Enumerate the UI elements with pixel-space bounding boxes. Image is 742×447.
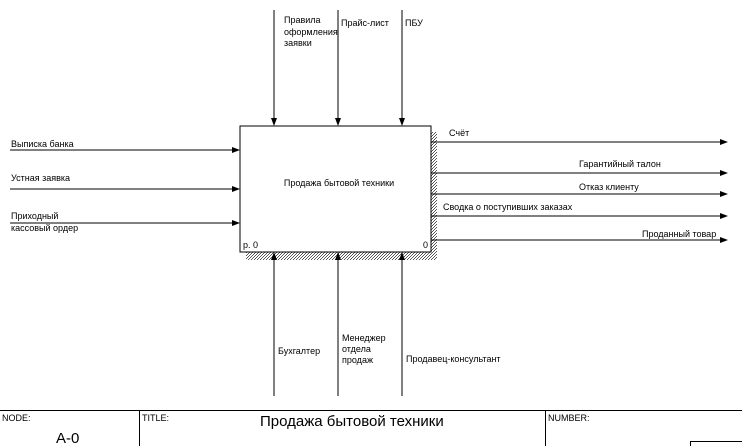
arrow-label: продаж bbox=[342, 355, 373, 365]
diagram-title: Продажа бытовой техники bbox=[260, 413, 444, 430]
arrowhead-icon bbox=[399, 252, 405, 260]
arrowhead-icon bbox=[399, 118, 405, 126]
arrow-output-warranty[interactable]: Гарантийный талон bbox=[431, 159, 728, 176]
arrowhead-icon bbox=[271, 118, 277, 126]
arrowhead-icon bbox=[271, 252, 277, 260]
arrow-label: Счёт bbox=[449, 128, 469, 138]
activity-title: Продажа бытовой техники bbox=[284, 178, 394, 188]
node-value: A-0 bbox=[56, 430, 80, 447]
arrow-control-pbu[interactable]: ПБУ bbox=[399, 10, 423, 126]
arrow-label: Выписка банка bbox=[11, 139, 74, 149]
corner-blank bbox=[0, 0, 14, 30]
number-caption: NUMBER: bbox=[548, 413, 590, 423]
arrow-label: Продавец-консультант bbox=[406, 354, 501, 364]
arrow-label: отдела bbox=[342, 344, 371, 354]
arrow-input-receipt-order[interactable]: Приходный кассовый ордер bbox=[10, 211, 240, 233]
title-cell: TITLE: Продажа бытовой техники bbox=[140, 411, 546, 446]
arrow-control-price-list[interactable]: Прайс-лист bbox=[335, 10, 389, 126]
arrow-control-rules[interactable]: Правила оформления заявки bbox=[271, 10, 338, 126]
arrow-label: оформления bbox=[284, 27, 338, 37]
arrow-label: Устная заявка bbox=[11, 173, 70, 183]
idef0-diagram: Продажа бытовой техники р. 0 0 Выписка б… bbox=[10, 10, 728, 396]
arrow-label: Бухгалтер bbox=[278, 346, 320, 356]
arrow-input-bank-statement[interactable]: Выписка банка bbox=[10, 139, 240, 153]
arrowhead-icon bbox=[720, 237, 728, 243]
arrowhead-icon bbox=[335, 252, 341, 260]
node-caption: NODE: bbox=[2, 413, 31, 423]
arrow-output-summary[interactable]: Сводка о поступивших заказах bbox=[431, 202, 728, 219]
node-cell: NODE: A-0 bbox=[0, 411, 140, 447]
arrowhead-icon bbox=[720, 191, 728, 197]
arrow-output-invoice[interactable]: Счёт bbox=[431, 128, 728, 145]
number-cell: NUMBER: bbox=[546, 411, 742, 446]
arrow-label: Отказ клиенту bbox=[579, 182, 639, 192]
arrow-label: заявки bbox=[284, 38, 312, 48]
arrowhead-icon bbox=[720, 170, 728, 176]
arrow-label: Приходный bbox=[11, 211, 58, 221]
activity-cost: р. 0 bbox=[243, 240, 258, 250]
arrow-label: Проданный товар bbox=[642, 229, 716, 239]
arrowhead-icon bbox=[232, 186, 240, 192]
arrowhead-icon bbox=[335, 118, 341, 126]
arrow-label: Сводка о поступивших заказах bbox=[443, 202, 573, 212]
title-caption: TITLE: bbox=[142, 413, 170, 423]
arrow-label: Менеджер bbox=[342, 333, 386, 343]
diagram-frame: NODE: A-0 TITLE: Продажа бытовой техники… bbox=[0, 410, 742, 447]
arrowhead-icon bbox=[720, 139, 728, 145]
arrow-output-refusal[interactable]: Отказ клиенту bbox=[431, 182, 728, 197]
arrow-output-sold-goods[interactable]: Проданный товар bbox=[431, 229, 728, 243]
arrow-mechanism-consultant[interactable]: Продавец-консультант bbox=[399, 252, 501, 396]
arrow-label: Гарантийный талон bbox=[579, 159, 661, 169]
corner-tab bbox=[690, 441, 742, 446]
activity-box-frame bbox=[239, 125, 432, 253]
arrowhead-icon bbox=[232, 220, 240, 226]
arrow-mechanism-accountant[interactable]: Бухгалтер bbox=[271, 252, 320, 396]
activity-box[interactable]: Продажа бытовой техники р. 0 0 bbox=[239, 125, 437, 260]
arrow-label: ПБУ bbox=[405, 18, 423, 28]
arrowhead-icon bbox=[232, 147, 240, 153]
arrow-label: Правила bbox=[284, 15, 321, 25]
arrow-input-oral-request[interactable]: Устная заявка bbox=[10, 173, 240, 192]
activity-number: 0 bbox=[423, 240, 428, 250]
diagram-canvas: Продажа бытовой техники р. 0 0 Выписка б… bbox=[10, 10, 728, 396]
arrow-mechanism-manager[interactable]: Менеджер отдела продаж bbox=[335, 252, 386, 396]
arrowhead-icon bbox=[720, 213, 728, 219]
arrow-label: кассовый ордер bbox=[11, 223, 78, 233]
arrow-label: Прайс-лист bbox=[341, 18, 389, 28]
